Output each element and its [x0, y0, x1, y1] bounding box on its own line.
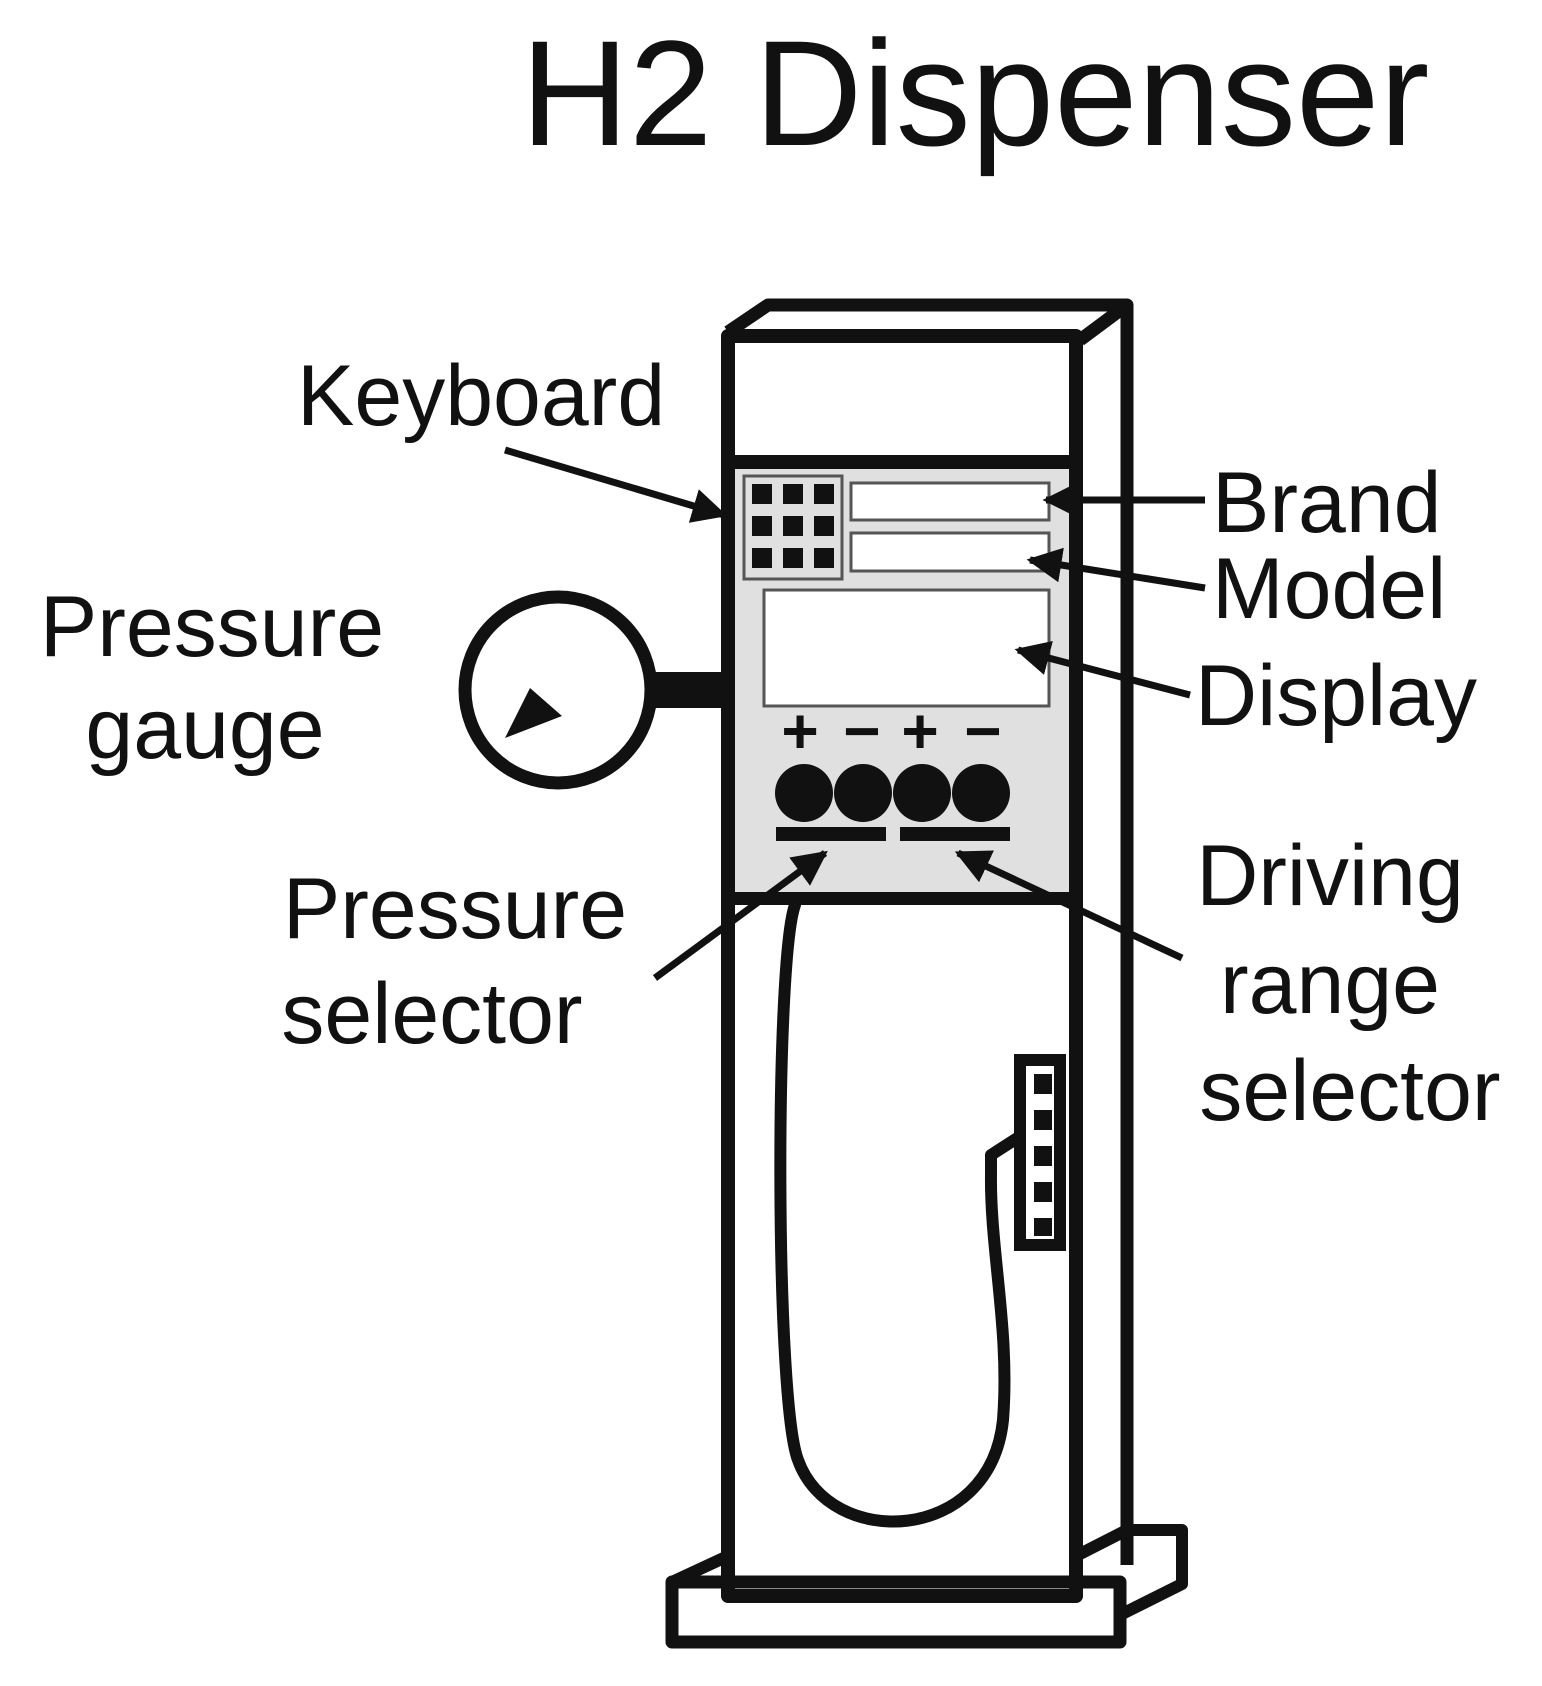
- pressure-selector-arrow: [652, 850, 828, 981]
- diagram-title: H2 Dispenser: [521, 9, 1430, 177]
- brand-field: [849, 481, 1051, 522]
- nozzle-holder: [1014, 1054, 1066, 1251]
- label-model: Model: [1212, 541, 1446, 637]
- label-brand: Brand: [1212, 455, 1442, 551]
- hose: [774, 899, 1028, 1528]
- label-driving-range-line1: Driving: [1196, 828, 1464, 924]
- label-pressure-gauge-line2: gauge: [85, 681, 324, 777]
- pressure-gauge: [458, 590, 732, 790]
- driving-range-arrow: [954, 849, 1184, 962]
- keyboard-arrow: [504, 446, 728, 523]
- control-panel: + − + −: [735, 469, 1069, 892]
- gauge-needle-icon: [505, 688, 562, 738]
- minus-sign-1: −: [843, 695, 880, 767]
- display-screen: [762, 588, 1051, 708]
- label-pressure-selector-line1: Pressure: [283, 861, 627, 957]
- label-driving-range-line2: range: [1220, 936, 1440, 1032]
- pressure-plus-button: [775, 764, 833, 822]
- pressure-selector-bar: [776, 827, 886, 841]
- plus-sign-2: +: [901, 695, 938, 767]
- keypad-keys: [752, 484, 834, 568]
- dispenser-body: [665, 298, 1188, 1649]
- label-pressure-gauge-line1: Pressure: [40, 579, 384, 675]
- plus-sign-1: +: [781, 695, 818, 767]
- model-arrow: [1026, 547, 1206, 592]
- range-plus-button: [893, 764, 951, 822]
- minus-sign-2: −: [964, 695, 1001, 767]
- range-minus-button: [952, 764, 1010, 822]
- label-pressure-selector-line2: selector: [281, 966, 582, 1062]
- label-driving-range-line3: selector: [1199, 1043, 1500, 1139]
- pressure-minus-button: [834, 764, 892, 822]
- display-arrow: [1014, 641, 1191, 699]
- label-keyboard: Keyboard: [297, 348, 665, 444]
- label-display: Display: [1195, 648, 1477, 744]
- range-selector-bar: [900, 827, 1010, 841]
- model-field: [849, 531, 1051, 573]
- callout-arrows: [504, 446, 1206, 981]
